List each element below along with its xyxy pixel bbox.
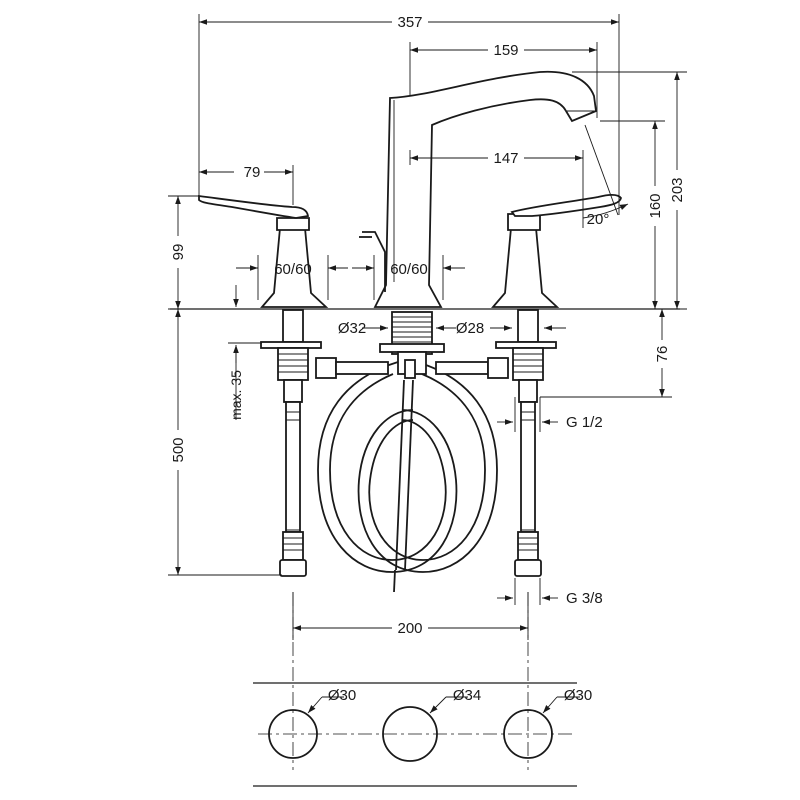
dim-valve-depth: 76 [654, 346, 671, 363]
cutout-labels: Ø30 Ø34 Ø30 [328, 687, 592, 704]
dim-hose-length: 500 [170, 437, 187, 462]
dim-spout-height: 203 [669, 177, 686, 202]
dim-thread-lower: G 3/8 [566, 590, 603, 607]
cutout-left-label: Ø30 [328, 687, 356, 704]
dimensions: 357 159 147 79 99 203 160 20° [168, 12, 687, 640]
cutout-left [268, 709, 318, 759]
dim-handle-angle: 20° [587, 211, 610, 228]
right-handle [491, 193, 622, 308]
dim-base-center: 60/60 [390, 261, 428, 278]
spout [359, 70, 597, 308]
dim-hole-spout: Ø32 [338, 320, 366, 337]
dim-total-width: 357 [397, 14, 422, 31]
spout-connectors [315, 357, 509, 379]
dim-handle-height: 99 [170, 244, 187, 261]
dim-spout-reach: 159 [493, 42, 518, 59]
left-supply [260, 309, 322, 577]
cutout-center-label: Ø34 [453, 687, 481, 704]
hoses [317, 361, 498, 573]
cutout-right [503, 709, 553, 759]
dim-handle-reach: 79 [244, 164, 261, 181]
faucet-elevation [170, 70, 680, 593]
dim-base-left: 60/60 [274, 261, 312, 278]
right-supply [495, 309, 557, 577]
left-handle [198, 194, 329, 308]
dim-thread-upper: G 1/2 [566, 414, 603, 431]
dim-max-thickness: max. 35 [228, 370, 244, 420]
cutout-right-label: Ø30 [564, 687, 592, 704]
dim-outlet-height: 160 [647, 193, 664, 218]
drain-shank [379, 311, 445, 593]
deck-cutout-plan [253, 592, 580, 787]
dim-spacing: 200 [397, 620, 422, 637]
dim-hole-valve: Ø28 [456, 320, 484, 337]
cutout-center [382, 706, 438, 762]
dim-outlet-reach: 147 [493, 150, 518, 167]
